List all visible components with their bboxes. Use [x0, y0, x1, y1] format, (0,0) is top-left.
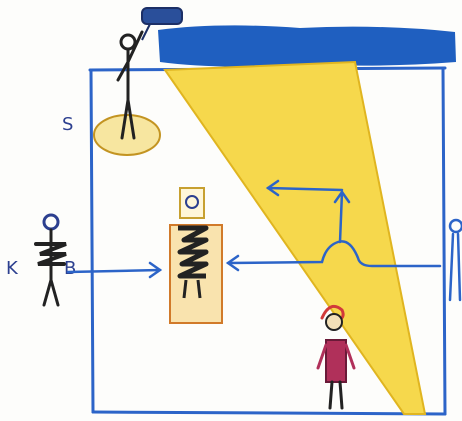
label-s: S	[62, 114, 73, 135]
platform	[94, 115, 160, 155]
ceiling-bar	[158, 25, 456, 66]
right-figure	[450, 220, 462, 300]
arrow-icon	[68, 263, 160, 277]
label-b: B	[64, 258, 76, 279]
label-k: K	[6, 258, 19, 279]
left-figure	[36, 215, 66, 305]
